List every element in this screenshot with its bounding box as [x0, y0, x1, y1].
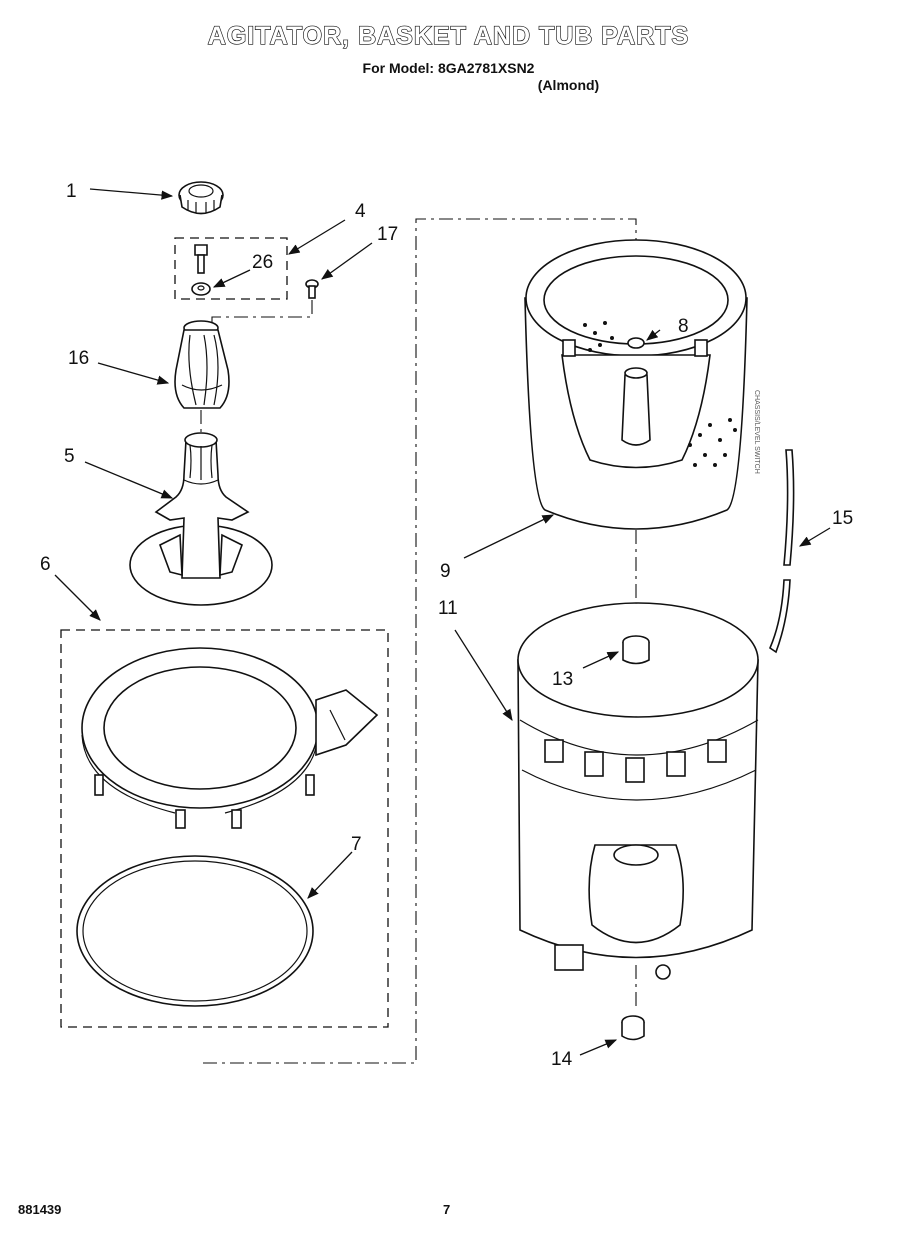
callout-5: 5: [64, 446, 75, 467]
doc-number: 881439: [18, 1202, 62, 1217]
callout-6: 6: [40, 554, 51, 575]
page-number: 7: [443, 1202, 451, 1217]
callout-13: 13: [552, 669, 573, 690]
callout-8: 8: [678, 316, 689, 337]
model-line: For Model: 8GA2781XSN2: [362, 60, 535, 76]
callout-4: 4: [355, 201, 366, 222]
part-4-kit-box: [174, 237, 288, 300]
leader-14: [579, 1039, 618, 1056]
part-1-agitator-cap: [178, 181, 224, 215]
part-14-nut: [621, 1015, 645, 1041]
assembly-line-main: [203, 218, 637, 1064]
part-16-agitator-barrel: [174, 320, 230, 409]
assembly-line-17: [211, 300, 313, 326]
leader-13: [582, 651, 620, 669]
leader-11: [454, 629, 513, 721]
page-title: AGITATOR, BASKET AND TUB PARTS: [207, 21, 690, 50]
color-line: (Almond): [537, 77, 600, 93]
leader-16: [97, 362, 170, 385]
callout-26: 26: [252, 252, 273, 273]
callout-11: 11: [438, 598, 458, 619]
leader-9: [463, 514, 555, 559]
part-7-ring-seal: [76, 855, 314, 1007]
callout-9: 9: [440, 561, 451, 582]
part-13-drive-seal: [622, 635, 650, 665]
leader-4: [287, 219, 346, 255]
part-5-agitator-base: [129, 432, 273, 606]
leader-26: [212, 269, 251, 288]
leader-1: [89, 188, 174, 200]
callout-17: 17: [377, 224, 398, 245]
callout-1: 1: [66, 181, 77, 202]
part-17-screw: [305, 279, 319, 299]
part-6-tub-ring: [81, 647, 379, 829]
leader-8: [646, 329, 661, 341]
part-26-washer: [191, 282, 211, 296]
leader-17: [321, 242, 373, 280]
part-9-basket: [524, 239, 748, 530]
part-4-bolt: [194, 244, 208, 274]
callout-14: 14: [551, 1049, 573, 1070]
leader-6: [54, 574, 101, 621]
callout-15: 15: [832, 508, 853, 529]
part-6-kit-box: [60, 629, 389, 1028]
callout-16: 16: [68, 348, 89, 369]
callout-7: 7: [351, 834, 362, 855]
leader-5: [84, 461, 174, 499]
leader-7: [307, 851, 353, 899]
part-15-hose: [769, 449, 795, 654]
leader-15: [798, 527, 831, 547]
